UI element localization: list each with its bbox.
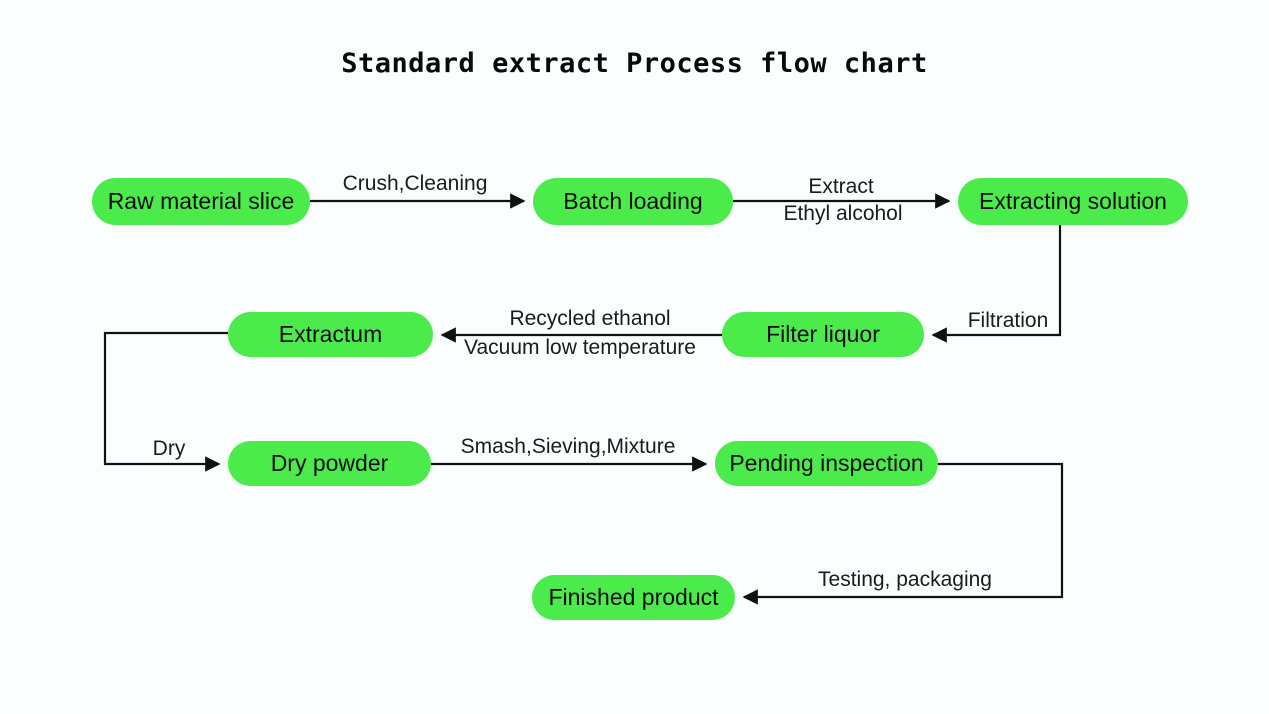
edge-label-dry: Dry <box>152 437 186 460</box>
node-batch-loading[interactable]: Batch loading <box>533 178 733 225</box>
node-label: Pending inspection <box>729 450 924 476</box>
node-label: Extractum <box>278 321 383 347</box>
node-label: Filter liquor <box>766 321 880 347</box>
edge-label-recycled-ethanol: Recycled ethanol <box>509 307 671 330</box>
node-raw-material-slice[interactable]: Raw material slice <box>92 178 310 225</box>
node-finished-product[interactable]: Finished product <box>532 575 735 620</box>
node-extracting-solution[interactable]: Extracting solution <box>958 178 1188 225</box>
edge-label-smash-sieving-mixture: Smash,Sieving,Mixture <box>460 435 676 458</box>
node-label: Finished product <box>548 584 719 610</box>
edge-label-ethyl-alcohol: Ethyl alcohol <box>783 202 903 225</box>
edge-label-crush-cleaning: Crush,Cleaning <box>342 172 488 195</box>
node-dry-powder[interactable]: Dry powder <box>228 441 431 486</box>
node-label: Batch loading <box>563 188 703 214</box>
node-label: Dry powder <box>270 450 389 476</box>
edge-label-vacuum-low-temperature: Vacuum low temperature <box>464 336 696 359</box>
edge-label-testing-packaging: Testing, packaging <box>818 568 992 591</box>
node-label: Extracting solution <box>979 188 1167 214</box>
node-extractum[interactable]: Extractum <box>228 312 433 357</box>
edge-label-filtration: Filtration <box>967 309 1049 332</box>
node-filter-liquor[interactable]: Filter liquor <box>722 312 924 357</box>
edge-label-extract: Extract <box>808 175 874 198</box>
page-title: Standard extract Process flow chart <box>341 48 928 79</box>
node-pending-inspection[interactable]: Pending inspection <box>715 441 938 486</box>
node-label: Raw material slice <box>107 188 295 214</box>
